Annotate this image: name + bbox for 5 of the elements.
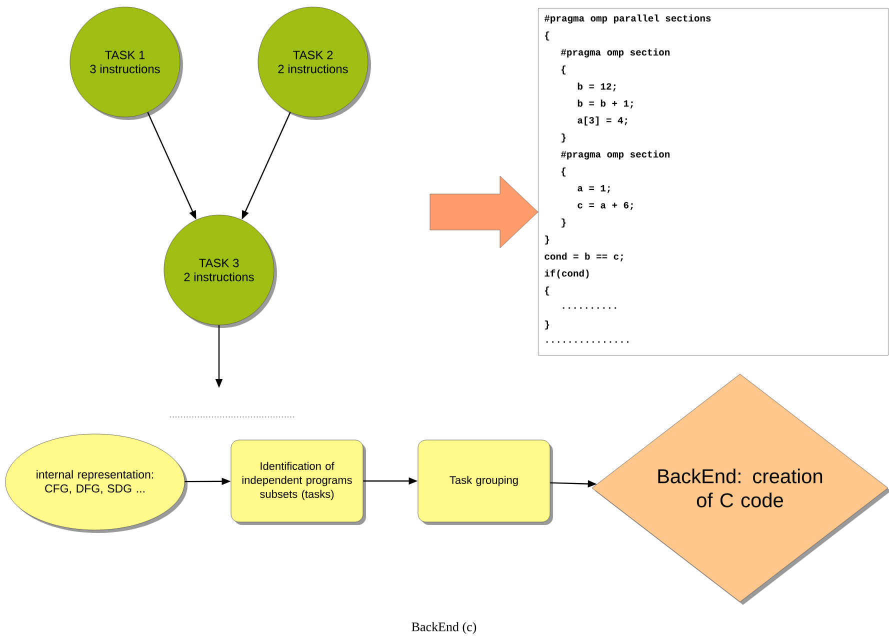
code-listing: #pragma omp parallel sections { #pragma omp section { b = 12; b = b + 1; a[3] = 4; } #pragma omp section { a = 1; c = a + 6; } } cond = b == c; if(cond) { .......... } ............... (538, 8, 888, 356)
block-arrow (430, 176, 538, 248)
process-box: Identification of independent programs subsets (tasks) (230, 440, 366, 525)
process-box: Task grouping (418, 440, 553, 525)
caption: BackEnd (c) (412, 622, 476, 634)
